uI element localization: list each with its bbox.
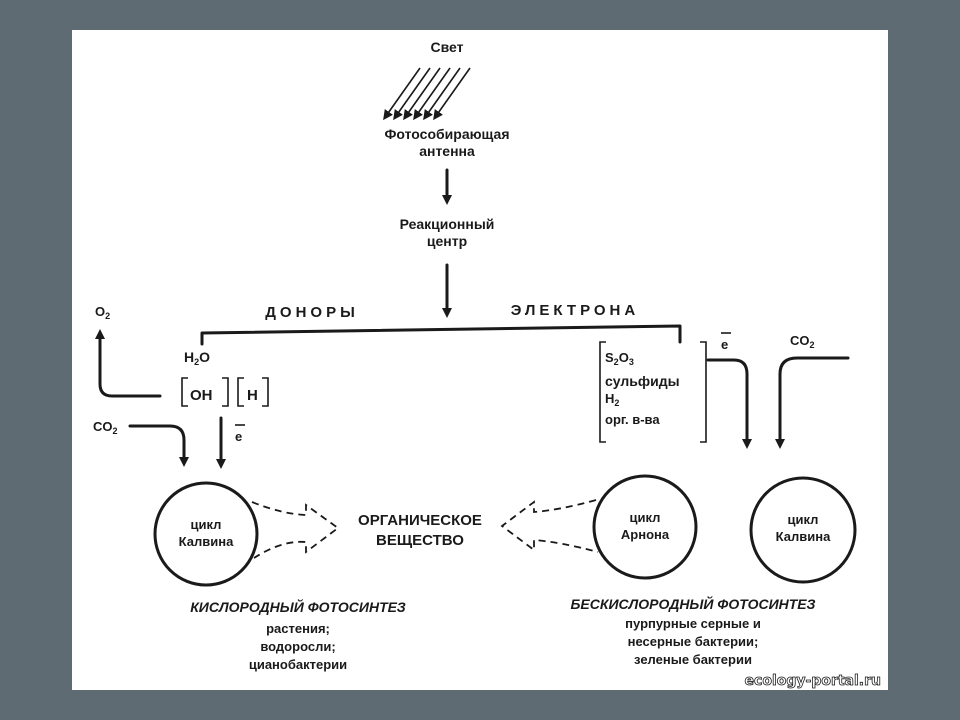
cycle-calvin-right <box>749 476 857 584</box>
dashed-arrow-left-to-organic <box>251 501 340 559</box>
watermark: ecology-portal.ru <box>745 673 881 689</box>
cycle-arnon <box>592 474 698 580</box>
donor-sulfides: сульфиды <box>605 373 680 389</box>
o2-label: O2 <box>95 304 110 321</box>
h2o-label: H2O <box>184 349 210 367</box>
arrow-electron-right <box>706 358 752 449</box>
donor-organic: орг. в-ва <box>605 412 660 427</box>
reaction-center-line1: Реакционный <box>400 216 495 232</box>
photosynthesis-diagram: Свет Фотособирающая антенна Реакционный … <box>93 39 881 689</box>
cycle-arnon-line1: цикл <box>630 510 661 525</box>
electron-right-label: e <box>721 337 728 352</box>
oxygenic-example-1: растения; <box>266 621 330 636</box>
co2-right-label: CO2 <box>790 333 815 350</box>
electron-label: ЭЛЕКТРОНА <box>511 302 639 319</box>
arrow-co2-left <box>128 424 189 467</box>
oh-label: OH <box>190 387 213 404</box>
donors-bar <box>200 324 682 346</box>
anoxygenic-title: БЕСКИСЛОРОДНЫЙ ФОТОСИНТЕЗ <box>571 595 816 612</box>
dashed-arrow-arnon-to-organic <box>500 499 599 553</box>
oxygenic-example-2: водоросли; <box>260 639 335 654</box>
oxygenic-title: КИСЛОРОДНЫЙ ФОТОСИНТЕЗ <box>190 598 406 615</box>
cycle-left-line1: цикл <box>191 517 222 532</box>
organic-matter-line2: ВЕЩЕСТВО <box>376 532 464 549</box>
cycle-left-line2: Калвина <box>179 534 234 549</box>
diagram-slide: Свет Фотособирающая антенна Реакционный … <box>72 30 888 690</box>
antenna-label-line1: Фотособирающая <box>384 126 509 142</box>
anoxygenic-example-3: зеленые бактерии <box>634 652 752 667</box>
organic-matter-line1: ОРГАНИЧЕСКОЕ <box>358 512 482 529</box>
donor-s2o3: S2O3 <box>605 350 634 367</box>
cycle-calvin-left <box>153 481 259 587</box>
oxygenic-example-3: цианобактерии <box>249 657 347 672</box>
arrow-to-o2 <box>95 329 162 398</box>
light-rays <box>383 67 471 121</box>
cycle-right-line1: цикл <box>788 512 819 527</box>
arrow-co2-right <box>775 356 850 449</box>
reaction-center-line2: центр <box>427 233 467 249</box>
anoxygenic-example-2: несерные бактерии; <box>628 634 759 649</box>
antenna-label-line2: антенна <box>419 143 475 159</box>
donors-label: ДОНОРЫ <box>265 304 359 321</box>
cycle-arnon-line2: Арнона <box>621 527 670 542</box>
donor-h2: H2 <box>605 391 619 408</box>
electron-left-label: e <box>235 429 242 444</box>
light-label: Свет <box>431 39 464 55</box>
anoxygenic-example-1: пурпурные серные и <box>625 616 761 631</box>
co2-left-label: CO2 <box>93 419 118 436</box>
cycle-right-line2: Калвина <box>776 529 831 544</box>
h-label: H <box>247 387 258 404</box>
